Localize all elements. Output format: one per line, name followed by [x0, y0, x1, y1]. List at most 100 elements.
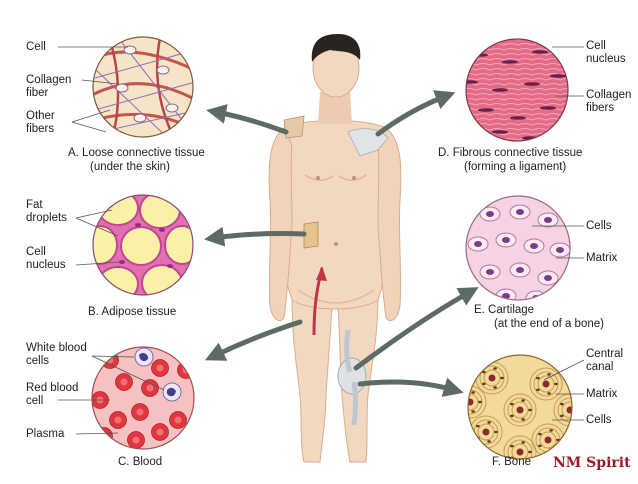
osteon-ring — [507, 397, 533, 423]
red-blood-cell-center — [156, 364, 164, 372]
osteon-ring — [561, 401, 572, 419]
bone-label-central: Central — [586, 348, 624, 360]
blood-label-cell: cell — [26, 395, 44, 407]
bone-tissue-circle — [460, 354, 585, 460]
fibrous-label-nucleus: nucleus — [586, 53, 626, 65]
bone-cell — [460, 407, 464, 409]
blood-label-plasma: Plasma — [26, 428, 65, 440]
red-blood-cell-center — [156, 428, 164, 436]
cartilage-cell-nucleus — [502, 237, 510, 243]
fibrous-nucleus — [510, 116, 526, 120]
pointer-arrows — [204, 90, 479, 397]
adipose-label-droplets: droplets — [26, 212, 67, 224]
cartilage-label-cells: Cells — [586, 220, 612, 232]
bone-label-canal: canal — [586, 361, 614, 373]
red-blood-cell-center — [114, 416, 122, 424]
bone-cell — [510, 414, 514, 418]
fibrous-nucleus — [492, 88, 508, 92]
bone-cell — [549, 429, 553, 432]
bone-cell — [476, 424, 480, 428]
central-canal — [488, 374, 496, 382]
loose-label-other: Other — [26, 110, 55, 122]
adipose-label-cell: Cell — [26, 246, 46, 258]
fibrous-label-fibers: fibers — [586, 102, 615, 114]
fibrous-label-cell: Cell — [586, 40, 606, 52]
adipose-tissue-circle — [75, 194, 194, 296]
osteon-ring — [537, 375, 555, 393]
fibrous-nucleus — [532, 50, 548, 54]
fibrous-caption-sub: (forming a ligament) — [464, 161, 567, 173]
cartilage-cell-nucleus — [544, 217, 552, 223]
bone-cell — [536, 388, 540, 392]
bone-cell — [521, 399, 525, 402]
cartilage-cell-nucleus — [544, 275, 552, 281]
cartilage-cell-nucleus — [556, 247, 564, 253]
arrow-to-fibrous — [375, 90, 456, 137]
bone-cell — [554, 382, 558, 386]
bone-cell — [560, 402, 564, 406]
fibrous-nucleus — [502, 60, 518, 64]
fibrous-caption: D. Fibrous connective tissue — [438, 147, 583, 159]
bone-cell — [528, 408, 532, 412]
bone-cell — [538, 432, 542, 436]
osteon-ring — [503, 435, 537, 459]
fibrous-nucleus — [492, 130, 508, 134]
osteon-ring — [533, 371, 559, 397]
blood-label-red: Red blood — [26, 382, 79, 394]
arrow-to-loose — [206, 104, 289, 135]
osteon-ring — [483, 369, 501, 387]
bone-cell — [547, 392, 551, 395]
cartilage-cell-nucleus — [530, 243, 538, 249]
collagen-fiber-line — [466, 93, 568, 96]
loose-label-fiber: fiber — [26, 87, 49, 99]
arrow-to-bone — [357, 377, 464, 397]
cartilage-tissue-circle — [465, 195, 584, 301]
osteon-ring — [529, 367, 563, 401]
blood-label-white: White blood — [26, 342, 87, 354]
bone-cell — [487, 421, 491, 424]
central-canal — [516, 406, 524, 414]
central-canal — [482, 428, 490, 436]
bone-cell — [578, 409, 582, 411]
bone-label-cells: Cells — [586, 414, 612, 426]
bone-cell — [510, 402, 514, 406]
fibrous-nucleus — [550, 74, 566, 78]
arrow-to-blood — [204, 319, 303, 361]
adipose-label-nucleus: nucleus — [26, 259, 66, 271]
central-canal — [544, 436, 552, 444]
arrow-to-adipose — [204, 226, 307, 247]
bone-cell — [478, 400, 482, 404]
central-canal — [516, 448, 524, 456]
red-blood-cell-center — [120, 378, 128, 386]
osteon-ring — [477, 423, 495, 441]
bone-cell — [482, 370, 486, 374]
bone-cell — [471, 410, 475, 413]
bone-cell — [560, 414, 564, 418]
bone-cell — [528, 450, 532, 454]
bone-cell — [500, 376, 504, 380]
blood-caption: C. Blood — [118, 456, 163, 468]
bone-cell — [547, 373, 551, 376]
bone-cell — [487, 440, 491, 443]
osteon-ring — [479, 365, 505, 391]
cartilage-cell-nucleus — [502, 293, 510, 299]
bone-caption: F. Bone — [492, 456, 531, 468]
adipose-caption: B. Adipose tissue — [88, 306, 177, 318]
loose-label-cell: Cell — [26, 41, 46, 53]
cartilage-cell-nucleus — [486, 211, 494, 217]
fibrous-nucleus — [478, 108, 494, 112]
bone-cell — [460, 395, 464, 397]
red-blood-cell-center — [136, 408, 144, 416]
cartilage-caption: E. Cartilage — [474, 304, 535, 316]
loose-tissue-circle — [58, 36, 194, 138]
bone-cell — [482, 382, 486, 386]
bone-cell — [471, 391, 475, 394]
brand-watermark: NM Spirit — [553, 455, 631, 471]
bone-cell — [556, 438, 560, 442]
loose-label-collagen: Collagen — [26, 74, 72, 86]
osteon-ring — [507, 439, 533, 459]
bone-cell — [538, 444, 542, 448]
blood-tissue-circle — [58, 346, 195, 450]
